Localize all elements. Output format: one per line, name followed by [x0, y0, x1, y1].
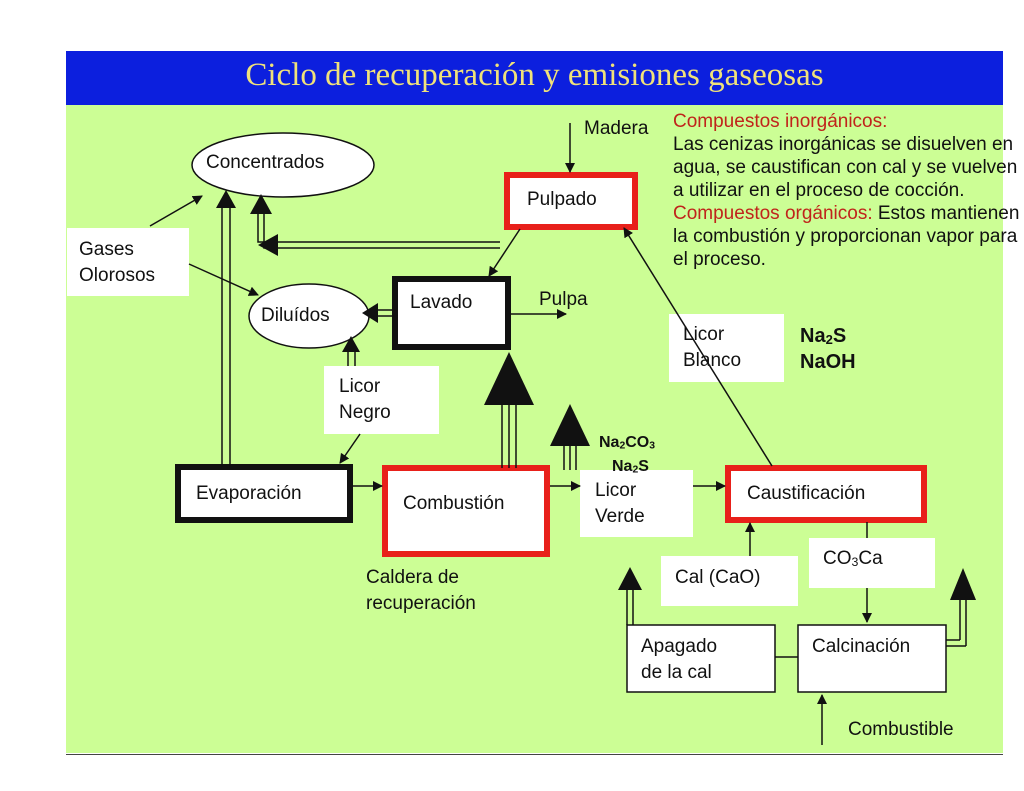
pulpa-label: Pulpa [539, 289, 588, 310]
co3ca-label: CO3Ca [823, 548, 883, 569]
licor-blanco-box [669, 314, 784, 382]
caustificacion-box [725, 465, 927, 523]
gases-label-line2: Olorosos [79, 265, 156, 286]
licor-verde-label-line2: Verde [595, 506, 645, 527]
gases-to-diluidos-arrow [188, 263, 259, 296]
na2s-green-formula: Na2S [612, 458, 649, 476]
lavado-box [392, 276, 511, 350]
cal-label: Cal (CaO) [675, 567, 761, 588]
combustion-label: Combustión [403, 493, 505, 514]
title-bar: Ciclo de recuperación y emisiones gaseos… [66, 51, 1003, 105]
licor-negro-box [324, 366, 439, 434]
pulpado-left-arrowhead [258, 234, 278, 256]
bottom-rule [66, 754, 1003, 755]
licor-negro-label-line1: Licor [339, 376, 381, 397]
inorganic-body: Las cenizas inorgánicas se disuelven en … [673, 134, 1018, 201]
licor-negro-to-evap-arrow [339, 433, 361, 464]
caustificacion-label: Caustificación [747, 483, 866, 504]
organic-body: Estos mantienen la combustión y proporci… [673, 203, 1020, 270]
pulpado-to-lavado-arrow [488, 228, 521, 277]
diluidos-in-arrowhead [362, 303, 378, 323]
pulpado-label: Pulpado [527, 189, 597, 210]
lavado-big-arrowhead [484, 352, 534, 405]
lavado-label: Lavado [410, 292, 473, 313]
co3ca-box [809, 538, 935, 588]
pulpado-to-concentrados-line-a [257, 210, 500, 243]
gas-up-big-arrowhead [550, 404, 590, 446]
licor-negro-label-line2: Negro [339, 402, 391, 423]
diluidos-label: Diluídos [261, 305, 330, 326]
slide-title: Ciclo de recuperación y emisiones gaseos… [245, 57, 824, 93]
apagado-label-line1: Apagado [641, 636, 718, 657]
apagado-up-arrowhead [618, 567, 642, 590]
diluidos-up-arrowhead [342, 336, 360, 352]
licor-verde-label-line1: Licor [595, 480, 637, 501]
caust-to-pulpado-arrow [623, 227, 773, 467]
evap-up-arrowhead-1 [216, 190, 236, 208]
concentrados-in-arrowhead [250, 194, 272, 214]
combustion-box [382, 465, 550, 557]
info-text: Compuestos inorgánicos: Las cenizas inor… [673, 110, 1023, 271]
madera-label: Madera [584, 118, 649, 139]
naoh-formula: NaOH [800, 351, 856, 373]
concentrados-ellipse [191, 132, 375, 198]
gases-box [67, 228, 189, 296]
inorganic-heading: Compuestos inorgánicos: [673, 111, 888, 132]
calcinacion-up-arrowhead [950, 568, 976, 600]
gases-label-line1: Gases [79, 239, 134, 260]
licor-blanco-label-line2: Blanco [683, 350, 742, 371]
pulpado-box [504, 172, 638, 230]
caldera-label-line1: Caldera de [366, 567, 459, 588]
organic-heading: Compuestos orgánicos: [673, 203, 873, 224]
licor-verde-box [580, 470, 693, 537]
evaporacion-label: Evaporación [196, 483, 302, 504]
evaporacion-box [175, 464, 353, 523]
concentrados-label: Concentrados [206, 152, 325, 173]
calcinacion-label: Calcinación [812, 636, 911, 657]
licor-blanco-label-line1: Licor [683, 324, 725, 345]
gases-to-concentrados-arrow [149, 195, 203, 227]
apagado-box [626, 624, 776, 693]
cal-box [661, 556, 798, 606]
na2s-formula: Na2S [800, 325, 847, 347]
calcinacion-box [797, 624, 947, 693]
apagado-label-line2: de la cal [641, 662, 712, 683]
na2co3-formula: Na2CO3 [599, 434, 656, 452]
caldera-label-line2: recuperación [366, 593, 476, 614]
combustible-label: Combustible [848, 719, 954, 740]
